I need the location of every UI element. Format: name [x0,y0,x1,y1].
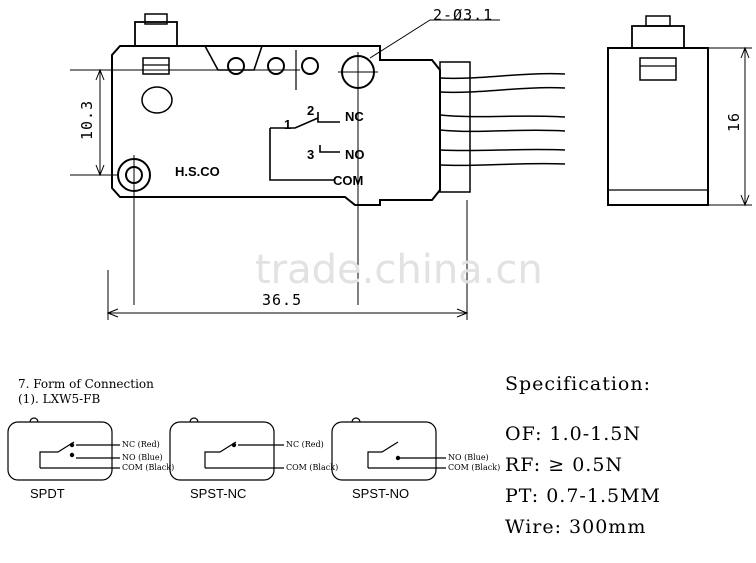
terminal-nc-label: NC [345,109,364,124]
switch-side-view [607,15,752,207]
watermark: trade.china.cn [255,247,543,293]
spst-no-com-wire-label: COM (Black) [448,463,501,472]
dimension-lines [70,19,500,320]
width-dimension: 36.5 [262,291,303,309]
spec-title: Specification: [505,373,652,395]
spec-line-pt: PT: 0.7-1.5MM [505,485,661,507]
spdt-no-wire-label: NO (Blue) [122,453,163,462]
pin-1-label: 1 [284,117,292,132]
spst-nc-nc-wire-label: NC (Red) [286,440,324,449]
side-dimension: 16 [725,111,743,132]
connection-subheading: (1). LXW5-FB [18,392,101,406]
connection-schematics [7,417,446,481]
pin-2-label: 2 [307,103,315,118]
spdt-com-wire-label: COM (Black) [122,463,175,472]
connection-heading: 7. Form of Connection [18,377,154,391]
pin-3-label: 3 [307,147,315,162]
terminal-no-label: NO [345,147,365,162]
spst-no-no-wire-label: NO (Blue) [448,453,489,462]
type-spdt-label: SPDT [30,486,65,501]
spdt-nc-wire-label: NC (Red) [122,440,160,449]
brand-label: H.S.CO [175,164,220,179]
spec-line-rf: RF: ≥ 0.5N [505,454,624,476]
terminal-com-label: COM [333,173,364,188]
type-spst-nc-label: SPST-NC [190,486,247,501]
height-dimension: 10.3 [78,99,96,140]
type-spst-no-label: SPST-NO [352,486,410,501]
spec-line-of: OF: 1.0-1.5N [505,423,642,445]
switch-front-view [111,13,566,305]
spec-line-wire: Wire: 300mm [505,516,647,538]
hole-callout: 2-Ø3.1 [433,6,494,24]
spst-nc-com-wire-label: COM (Black) [286,463,339,472]
